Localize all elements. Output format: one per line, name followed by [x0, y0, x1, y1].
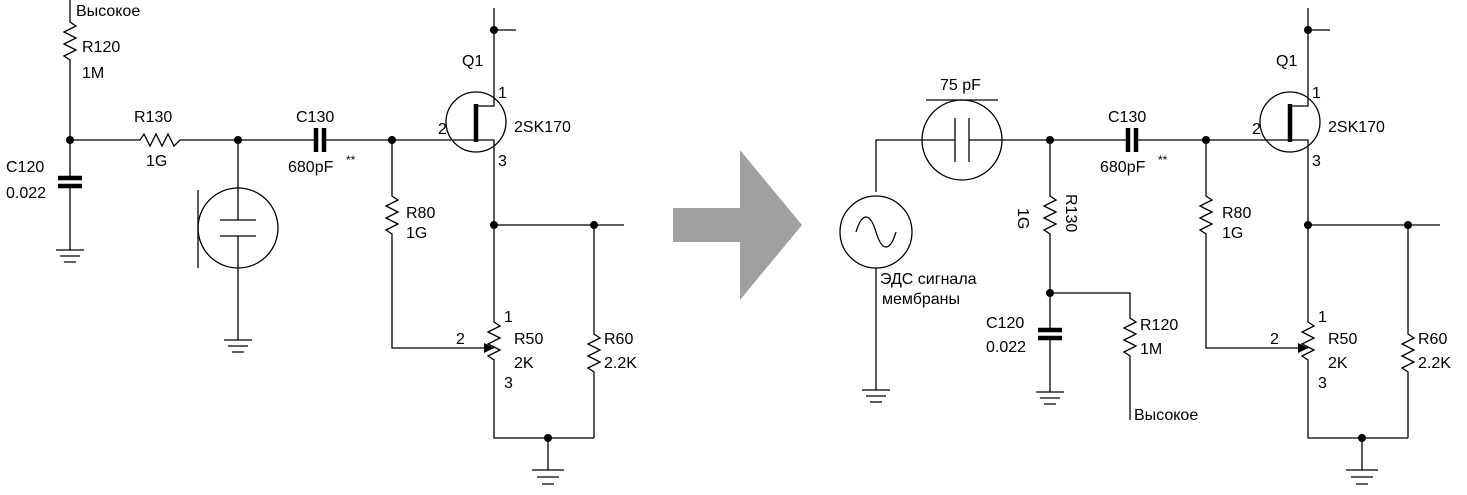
left-ground-2: [224, 339, 252, 353]
right-r120-resistor: [1050, 292, 1138, 420]
right-circuit: ЭДС сигнала мембраны 75 pF R130 1G C120 …: [839, 8, 1451, 485]
right-r80-resistor: [1198, 140, 1308, 349]
left-r60-value: 2.2K: [604, 355, 637, 372]
right-source-label-2: мембраны: [882, 291, 960, 308]
right-r50-wiper-arrow: [1298, 343, 1308, 353]
right-r80-value: 1G: [1222, 225, 1243, 242]
left-ground-3: [532, 469, 564, 485]
right-capsule-plates: [954, 118, 970, 162]
transformation-arrow: [673, 150, 802, 300]
left-q1-pin1: 1: [498, 85, 507, 102]
left-r50-potentiometer: [486, 225, 594, 439]
sine-wave-icon: [855, 216, 897, 248]
right-r50-pin3: 3: [1318, 375, 1327, 392]
right-q1-body: [1259, 91, 1321, 153]
right-r50-pin1: 1: [1318, 309, 1327, 326]
right-r130-resistor: [1042, 140, 1058, 293]
right-source-label-1: ЭДС сигнала: [880, 271, 977, 288]
right-r50-pin2: 2: [1270, 331, 1279, 348]
right-supply-node: [1304, 26, 1312, 34]
right-cap75-label: 75 pF: [940, 77, 981, 94]
left-r50-pin2: 2: [456, 331, 465, 348]
right-r50-value: 2K: [1328, 355, 1348, 372]
right-q1-pin2: 2: [1252, 121, 1261, 138]
left-q1-part: 2SK170: [514, 119, 571, 136]
right-r130-value: 1G: [1014, 208, 1031, 229]
left-c130-capacitor: [313, 128, 327, 152]
right-r60-value: 2.2K: [1418, 355, 1451, 372]
left-ground-1: [56, 249, 84, 263]
left-c130-mark: **: [346, 153, 356, 167]
left-c130-ref: C130: [296, 109, 334, 126]
right-ground-2: [1036, 391, 1064, 405]
left-r80-value: 1G: [406, 225, 427, 242]
right-r50-potentiometer: [1300, 225, 1408, 439]
left-r80-resistor: [384, 140, 494, 349]
right-r120-ref: R120: [1140, 317, 1178, 334]
left-c130-value: 680pF: [288, 159, 334, 176]
right-r60-resistor: [1400, 225, 1416, 438]
left-q1-leads: [476, 30, 495, 225]
left-r130-resistor: [70, 132, 238, 148]
right-r80-ref: R80: [1222, 205, 1251, 222]
left-r130-value: 1G: [146, 153, 167, 170]
right-q1-part: 2SK170: [1328, 119, 1385, 136]
left-r120-ref: R120: [82, 39, 120, 56]
left-q1-ref: Q1: [462, 53, 483, 70]
left-high-label: Высокое: [76, 3, 140, 20]
right-r130-ref: R130: [1062, 194, 1079, 232]
left-r60-ref: R60: [604, 331, 633, 348]
left-r60-resistor: [586, 225, 602, 438]
right-q1-ref: Q1: [1276, 53, 1297, 70]
left-r50-value: 2K: [514, 355, 534, 372]
right-c120-capacitor: [1038, 327, 1062, 341]
left-r50-pin1: 1: [504, 309, 513, 326]
left-q1-body: [445, 91, 507, 153]
left-r130-ref: R130: [134, 109, 172, 126]
left-q1-pin2: 2: [438, 121, 447, 138]
right-r60-ref: R60: [1418, 331, 1447, 348]
right-c120-ref: C120: [986, 315, 1024, 332]
right-ground-1: [862, 389, 890, 403]
right-ground-3: [1346, 469, 1378, 485]
right-r50-ref: R50: [1328, 331, 1357, 348]
left-r120-resistor: [62, 0, 78, 140]
left-microphone-plates: [220, 219, 256, 237]
right-r120-value: 1M: [1140, 341, 1162, 358]
left-r80-ref: R80: [406, 205, 435, 222]
left-r50-ref: R50: [514, 331, 543, 348]
left-circuit: Высокое R120 1M C120 0.022 R130 1G C130 …: [6, 0, 637, 485]
left-c120-value: 0.022: [6, 185, 46, 202]
left-q1-pin3: 3: [498, 153, 507, 170]
left-supply-node: [490, 26, 498, 34]
right-q1-leads: [1290, 30, 1309, 225]
right-c130-capacitor: [1125, 128, 1139, 152]
right-c130-mark: **: [1158, 153, 1168, 167]
right-q1-pin3: 3: [1312, 153, 1321, 170]
right-c130-value: 680pF: [1100, 159, 1146, 176]
left-c120-capacitor: [58, 175, 82, 189]
left-r50-pin3: 3: [504, 375, 513, 392]
right-source-wire-top: [875, 139, 922, 192]
left-c120-ref: C120: [6, 159, 44, 176]
left-r120-value: 1M: [82, 65, 104, 82]
right-c130-ref: C130: [1108, 109, 1146, 126]
right-high-label: Высокое: [1134, 407, 1198, 424]
right-c120-value: 0.022: [986, 339, 1026, 356]
right-q1-pin1: 1: [1312, 85, 1321, 102]
left-r50-wiper-arrow: [484, 343, 494, 353]
